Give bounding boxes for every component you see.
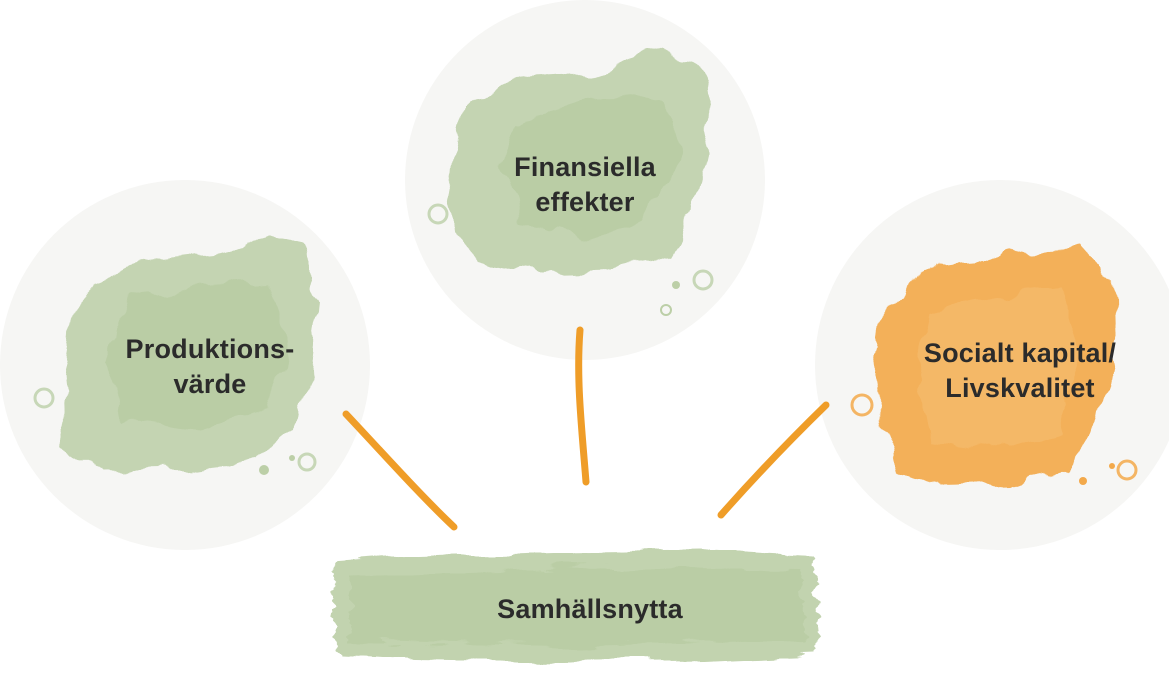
watercolor-samhalls xyxy=(332,550,818,662)
connector-lines xyxy=(342,326,830,531)
node-label-line: effekter xyxy=(535,187,635,217)
node-label-line: Finansiella xyxy=(514,152,656,182)
connector-produktion xyxy=(342,410,458,531)
node-label-samhalls: Samhällsnytta xyxy=(380,592,800,627)
watercolor-socialt xyxy=(850,246,1138,485)
connector-socialt xyxy=(717,401,830,519)
node-label-line: Produktions- xyxy=(125,334,295,364)
node-label-line: Livskvalitet xyxy=(945,373,1095,403)
watercolor-finansiella xyxy=(427,48,714,316)
watercolor-produktion xyxy=(33,236,318,475)
node-label-line: Socialt kapital/ xyxy=(923,338,1117,368)
node-label-produktion: Produktions- värde xyxy=(60,332,360,402)
connector-finansiella xyxy=(575,326,590,486)
node-label-line: värde xyxy=(173,369,247,399)
node-label-finansiella: Finansiella effekter xyxy=(465,150,705,220)
node-label-line: Samhällsnytta xyxy=(497,594,683,624)
node-label-socialt: Socialt kapital/ Livskvalitet xyxy=(870,336,1169,406)
